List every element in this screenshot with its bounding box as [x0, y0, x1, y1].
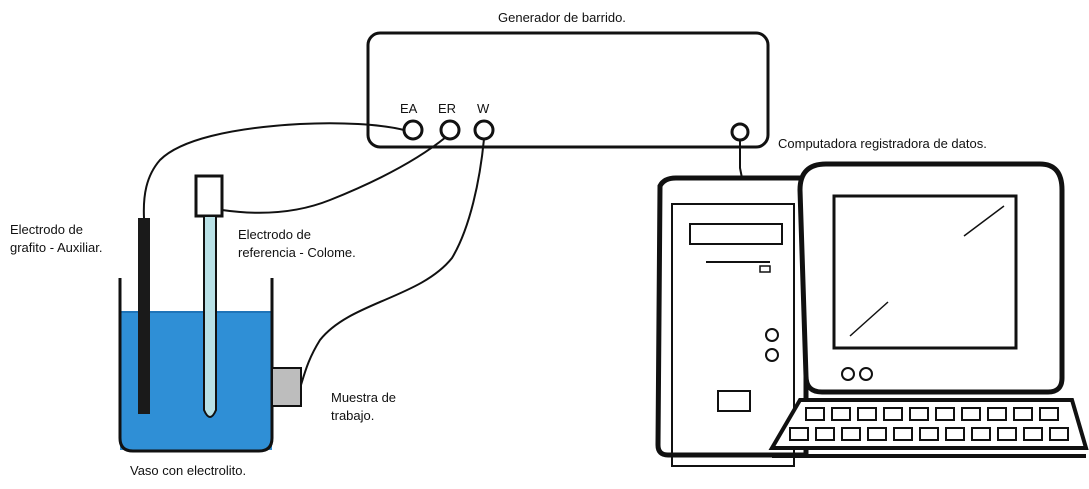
- keyboard-key: [831, 407, 851, 421]
- keyboard-key: [789, 427, 809, 441]
- graphite-electrode-label: Electrodo de grafito - Auxiliar.: [10, 222, 103, 255]
- tower-button-2: [765, 348, 779, 362]
- keyboard-key: [1023, 427, 1043, 441]
- keyboard-key: [815, 427, 835, 441]
- work-sample: [271, 367, 302, 407]
- reference-electrode-cap: [194, 174, 224, 218]
- drive-slot: [689, 223, 783, 245]
- keyboard-key: [1039, 407, 1059, 421]
- tower-bay: [671, 203, 795, 467]
- sweep-generator-box: [366, 31, 770, 149]
- port-ea-jack: [402, 119, 424, 141]
- keyboard-key: [919, 427, 939, 441]
- keyboard-key: [935, 407, 955, 421]
- keyboard-key: [961, 407, 981, 421]
- monitor-button-1: [841, 367, 855, 381]
- keyboard-key: [883, 407, 903, 421]
- keyboard-key: [945, 427, 965, 441]
- keyboard-keys: [789, 407, 1069, 441]
- keyboard-key: [971, 427, 991, 441]
- keyboard-key: [1013, 407, 1033, 421]
- port-computer-jack: [730, 122, 750, 142]
- computer-label: Computadora registradora de datos.: [778, 136, 987, 151]
- tower-vent: [717, 390, 751, 412]
- work-sample-label: Muestra de trabajo.: [331, 390, 397, 423]
- screen-glare-2: [849, 301, 889, 337]
- sweep-generator-label: Generador de barrido.: [498, 10, 626, 25]
- keyboard-key: [987, 407, 1007, 421]
- screen-glare-1: [963, 205, 1005, 237]
- keyboard-key: [867, 427, 887, 441]
- keyboard-key: [1049, 427, 1069, 441]
- cable-ea: [142, 122, 405, 219]
- port-w-label: W: [477, 101, 490, 116]
- graphite-electrode-rod: [138, 218, 150, 414]
- keyboard-key: [909, 407, 929, 421]
- keyboard-key: [893, 427, 913, 441]
- monitor-button-2: [859, 367, 873, 381]
- keyboard-key: [997, 427, 1017, 441]
- tower-button-1: [765, 328, 779, 342]
- keyboard-key: [805, 407, 825, 421]
- port-ea-label: EA: [400, 101, 418, 116]
- cable-er: [221, 136, 447, 214]
- keyboard-key: [857, 407, 877, 421]
- disk-button: [759, 265, 771, 273]
- keyboard-key: [841, 427, 861, 441]
- cable-w: [300, 138, 485, 386]
- reference-electrode-rod: [203, 215, 217, 418]
- port-er-label: ER: [438, 101, 457, 116]
- port-w-jack: [473, 119, 495, 141]
- port-er-jack: [439, 119, 461, 141]
- cable-computer: [739, 140, 743, 179]
- beaker-label: Vaso con electrolito.: [130, 463, 247, 478]
- computer-tower: [655, 175, 810, 458]
- reference-electrode-label: Electrodo de referencia - Colome.: [238, 227, 356, 260]
- beaker-outline: [118, 278, 274, 453]
